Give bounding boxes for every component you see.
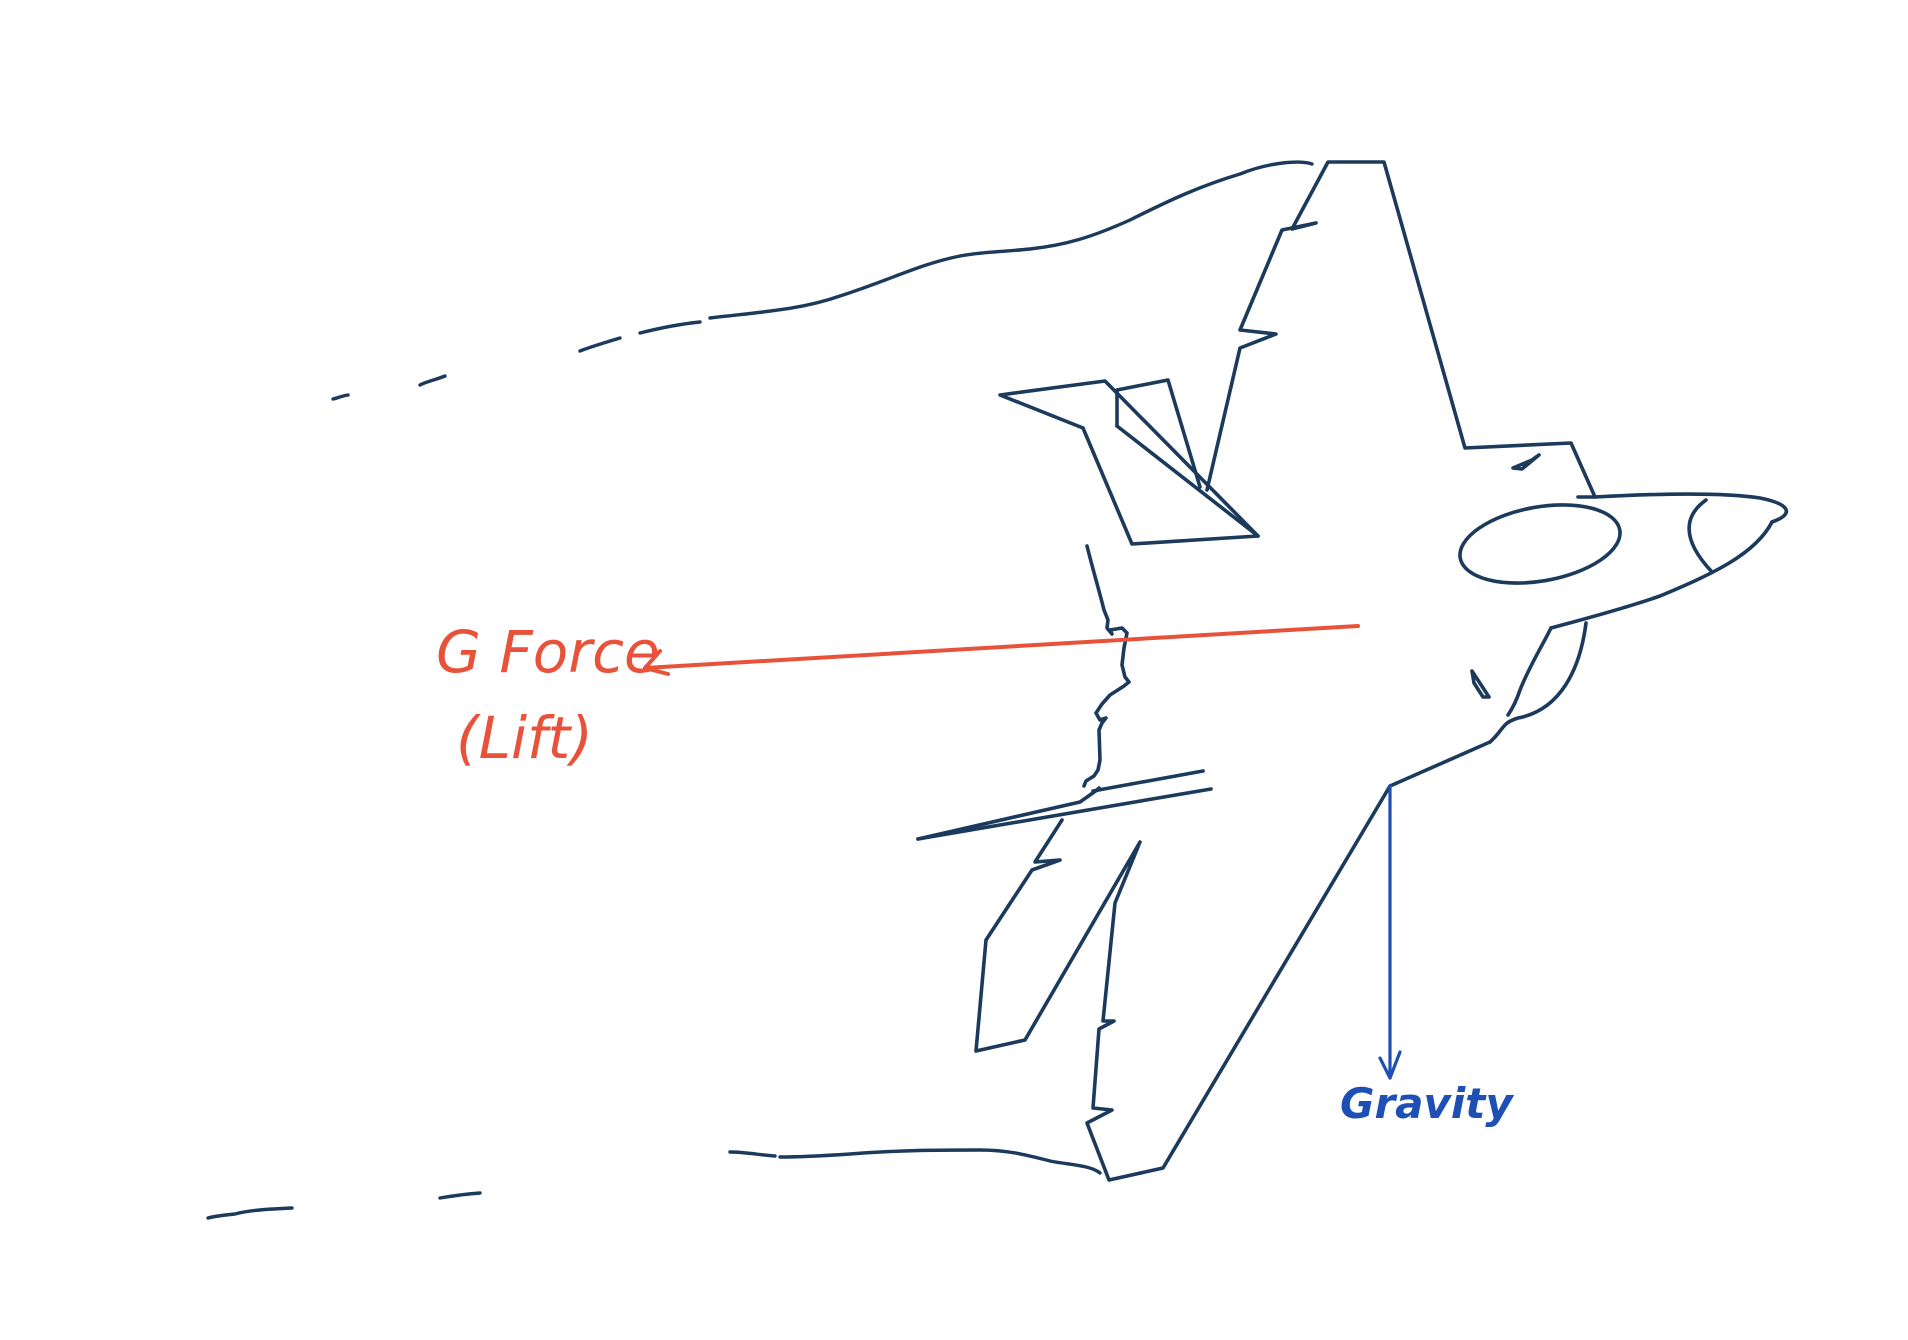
- tailplane-spar: [1115, 424, 1260, 538]
- lift-label-line2: (Lift): [456, 704, 593, 772]
- upper-tailplane: [998, 379, 1260, 546]
- lower-vapor-trail-segment: [438, 1191, 482, 1200]
- nose-cone: [1549, 520, 1774, 630]
- lower-tailplane-edge: [1091, 769, 1205, 793]
- vapor-trails: [206, 160, 1314, 1220]
- lower-wing: [974, 784, 1392, 1182]
- canopy-vent: [1511, 453, 1541, 471]
- lower-vapor-trail-segment: [206, 1206, 294, 1220]
- fighter-jet: [916, 160, 1789, 1182]
- gravity-label: Gravity: [1340, 1079, 1514, 1128]
- upper-vapor-trail-segment: [331, 393, 350, 401]
- gravity-arrow-head: [1378, 1050, 1402, 1080]
- upper-vapor-trail-segment: [578, 336, 622, 353]
- lift-arrow-shaft: [643, 624, 1360, 670]
- fuselage-lower: [1388, 740, 1492, 788]
- lift-label-line1: G Force: [436, 618, 660, 686]
- lower-tailplane-edge: [916, 787, 1213, 841]
- upper-vapor-trail-segment: [638, 320, 702, 335]
- vertical-fin: [1115, 378, 1202, 489]
- engine-nacelle: [1488, 621, 1588, 744]
- lift-arrow: [643, 624, 1360, 676]
- upper-vapor-trail: [708, 160, 1314, 320]
- radome-seam: [1687, 498, 1714, 574]
- upper-vapor-trail-segment: [418, 374, 447, 387]
- cockpit-canopy: [1458, 503, 1622, 585]
- intake-door: [1470, 669, 1491, 699]
- fuselage-side-seam: [1082, 544, 1131, 788]
- lower-vapor-trail: [778, 1148, 1102, 1175]
- fuselage-upper: [1576, 492, 1789, 524]
- intake-lip: [1506, 626, 1553, 717]
- upper-wing: [1205, 160, 1597, 499]
- gravity-arrow: [1378, 784, 1402, 1080]
- lower-vapor-trail-segment: [728, 1150, 777, 1158]
- lift-arrow-head: [643, 649, 670, 676]
